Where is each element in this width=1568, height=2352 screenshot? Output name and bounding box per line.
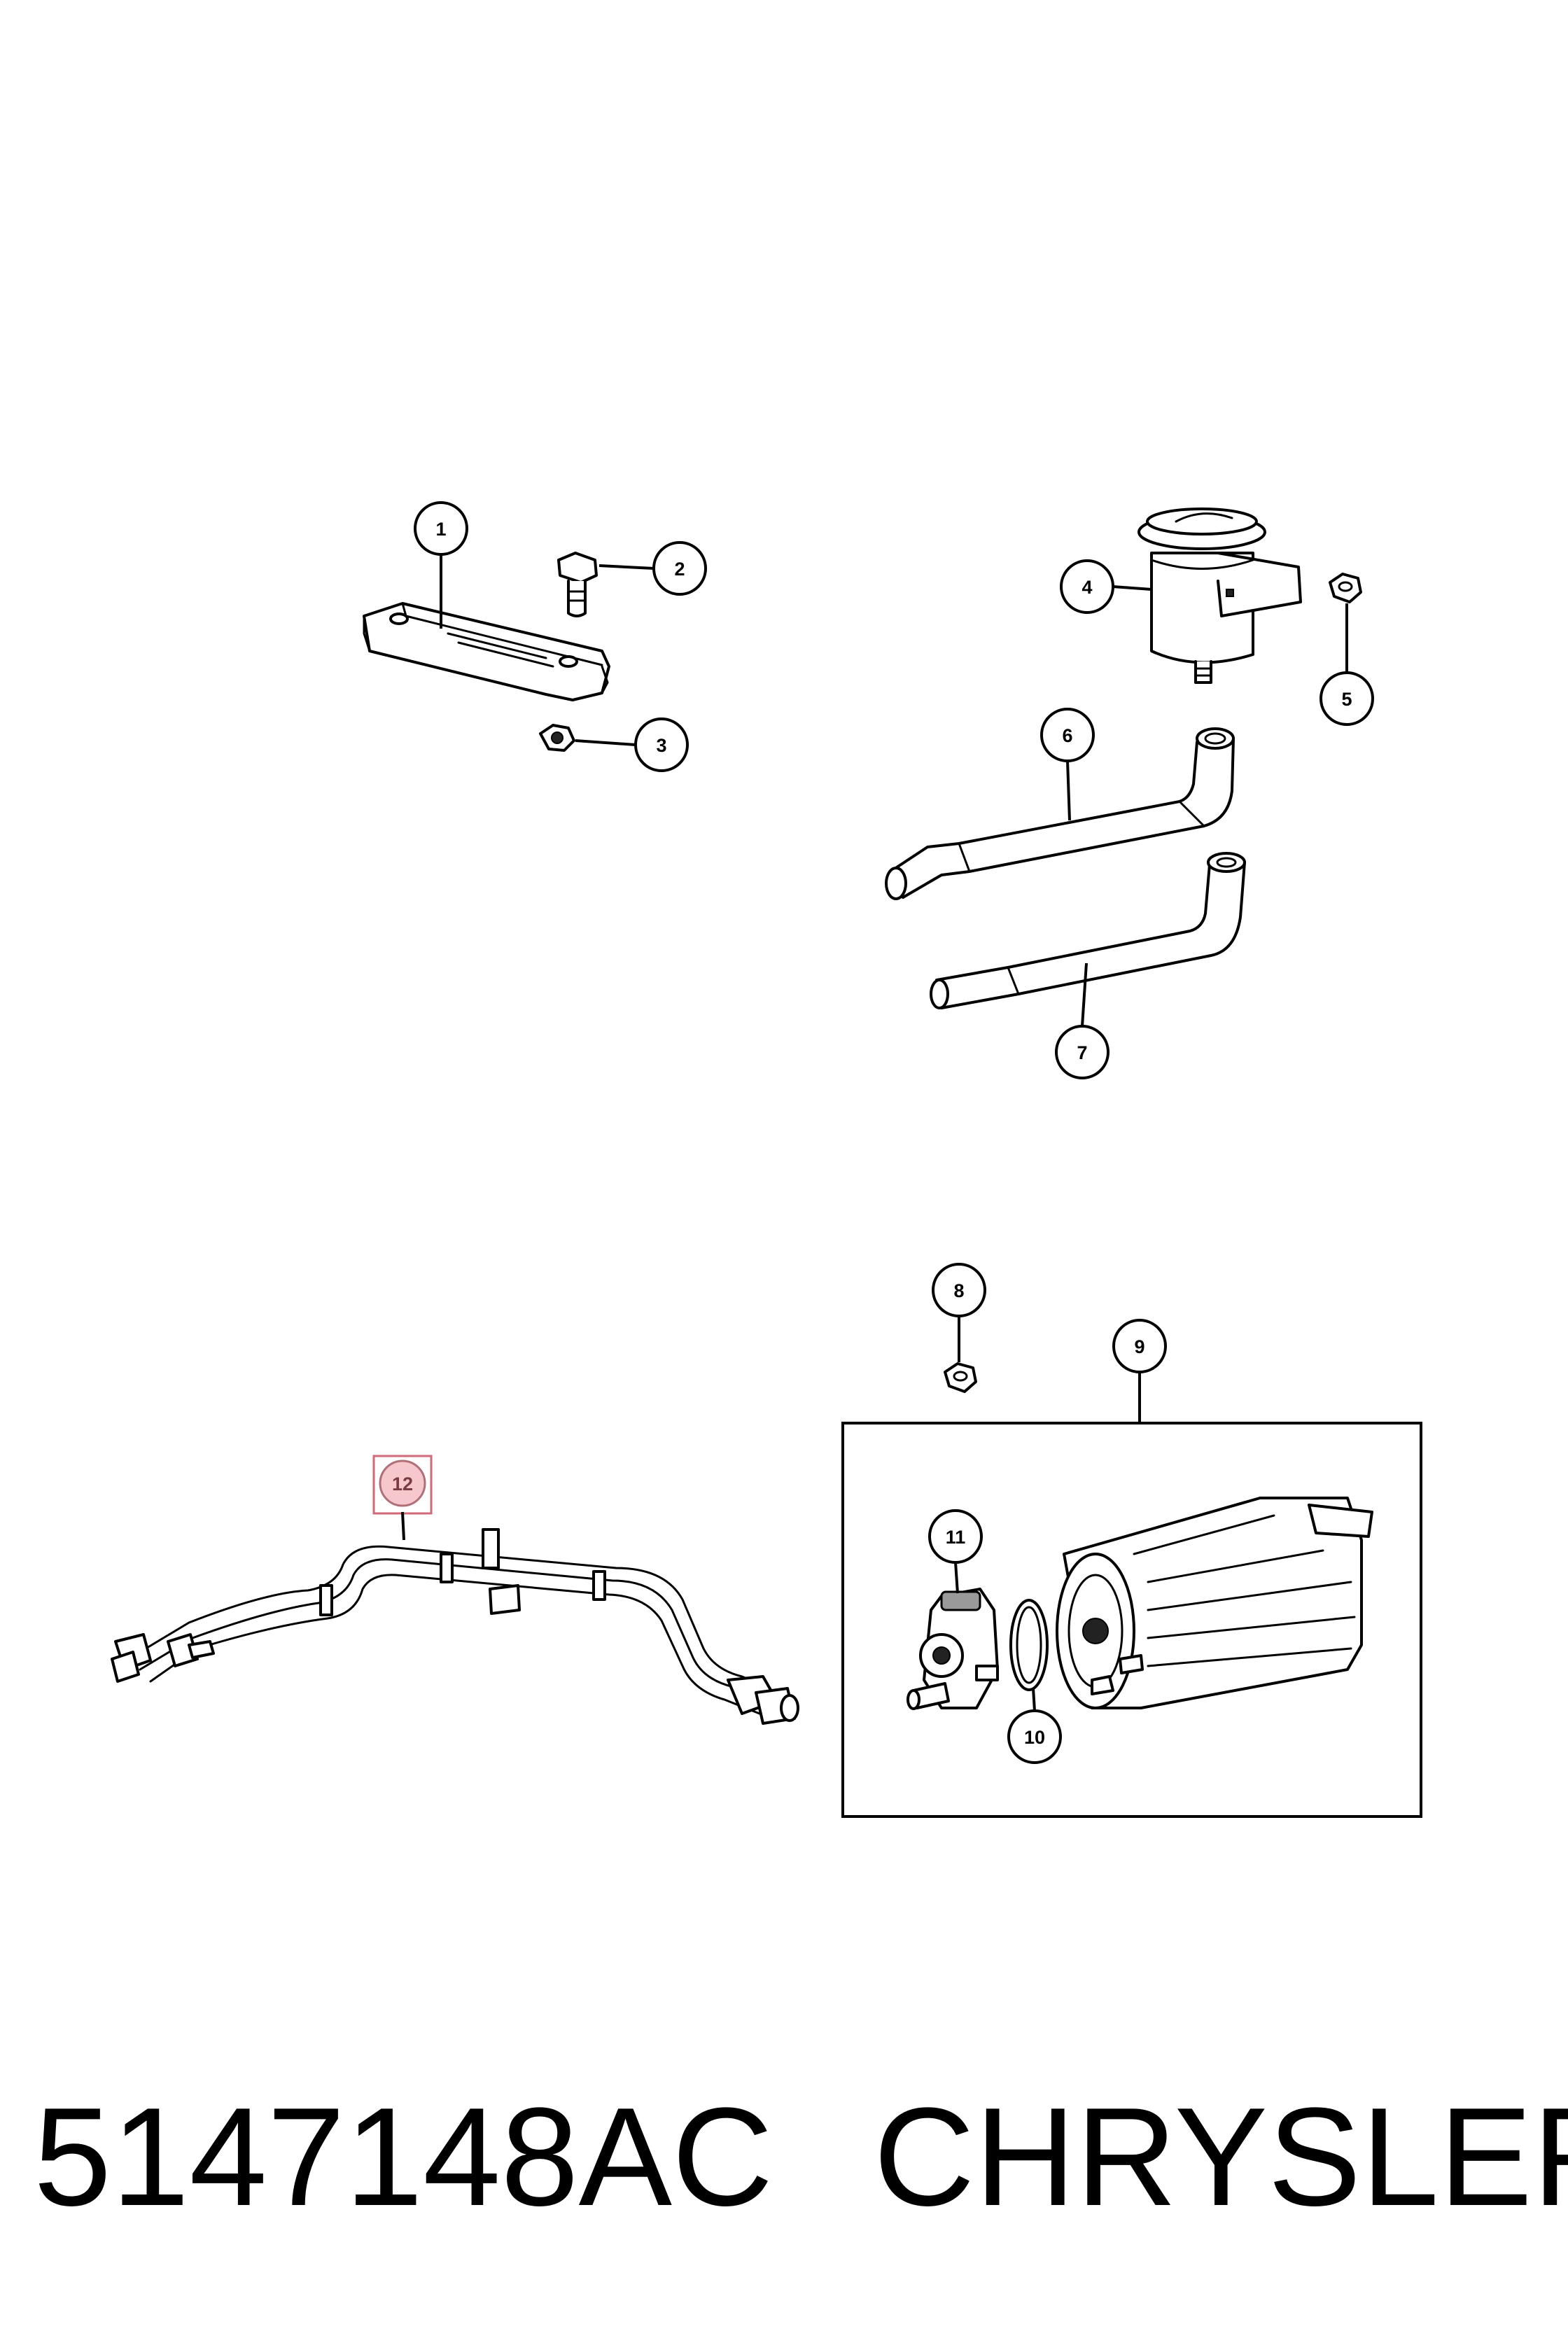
part-12-vapor-line — [111, 1528, 799, 1725]
svg-text:8: 8 — [953, 1280, 964, 1301]
part-7-hose — [930, 852, 1246, 1009]
callout-8[interactable]: 8 — [932, 1263, 986, 1362]
svg-text:11: 11 — [946, 1527, 966, 1548]
svg-text:10: 10 — [1024, 1727, 1045, 1748]
callout-7[interactable]: 7 — [1055, 962, 1110, 1079]
callout-10[interactable]: 10 — [1007, 1688, 1062, 1764]
svg-text:2: 2 — [674, 559, 685, 580]
part-1-bracket — [363, 602, 610, 701]
part-9-canister-assembly — [841, 1422, 1422, 1818]
svg-text:3: 3 — [656, 735, 666, 756]
part-4-valve — [1138, 507, 1302, 684]
callout-5[interactable]: 5 — [1320, 603, 1374, 726]
part-8-nut — [944, 1362, 977, 1393]
part-5-nut — [1329, 573, 1362, 603]
callout-1[interactable]: 1 — [414, 501, 468, 629]
part-10-o-ring — [1009, 1599, 1049, 1691]
svg-text:1: 1 — [435, 519, 446, 540]
callout-11[interactable]: 11 — [928, 1509, 983, 1594]
part-number: 5147148AC — [34, 2079, 774, 2235]
part-11-sensor — [906, 1588, 999, 1710]
callout-9[interactable]: 9 — [1112, 1319, 1167, 1423]
svg-text:6: 6 — [1062, 725, 1072, 746]
part-2-stud — [557, 552, 598, 617]
brand-name: CHRYSLER — [874, 2079, 1568, 2235]
callout-2[interactable]: 2 — [598, 541, 707, 596]
svg-text:4: 4 — [1082, 577, 1092, 598]
part-6-hose — [885, 727, 1235, 900]
callout-12-highlighted[interactable]: 12 — [372, 1455, 433, 1541]
svg-text:5: 5 — [1341, 689, 1352, 710]
part-3-nut — [539, 724, 575, 752]
footer: 5147148AC CHRYSLER — [0, 2072, 1568, 2240]
callout-3[interactable]: 3 — [575, 718, 689, 772]
callout-6[interactable]: 6 — [1040, 708, 1095, 821]
svg-text:7: 7 — [1077, 1042, 1087, 1063]
svg-text:12: 12 — [392, 1474, 413, 1494]
callout-4[interactable]: 4 — [1060, 559, 1152, 614]
svg-text:9: 9 — [1134, 1336, 1144, 1357]
